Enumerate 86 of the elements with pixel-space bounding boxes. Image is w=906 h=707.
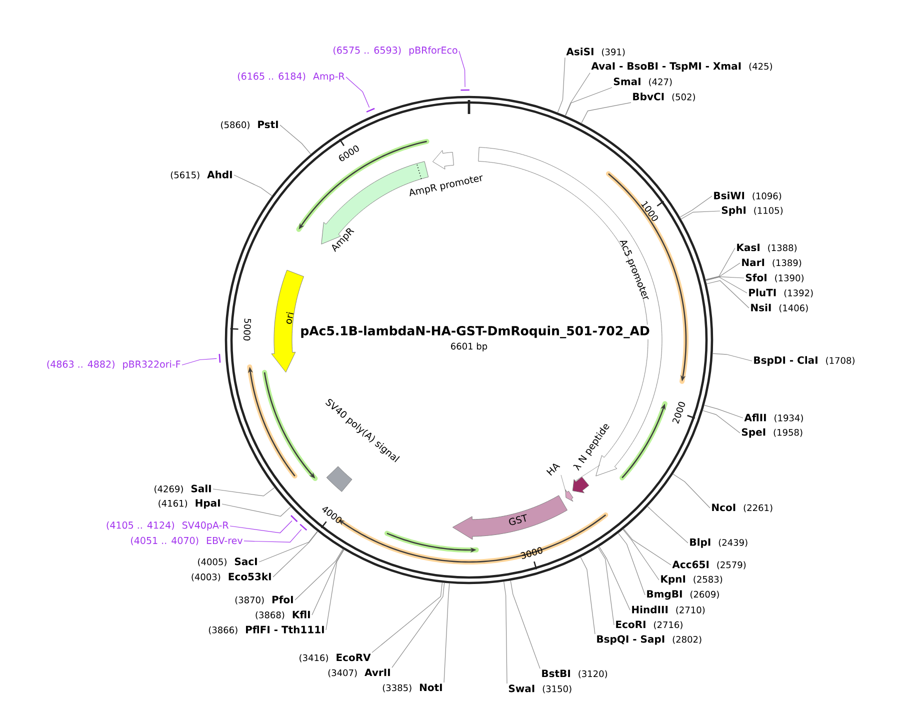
leader-line [622, 529, 660, 580]
enzyme-site-label: BmgBI (2609) [647, 590, 719, 600]
leader-line [326, 549, 344, 630]
leader-line [258, 530, 318, 562]
enzyme-site-label: AsiSI (391) [566, 48, 625, 56]
primer-label: (4051 .. 4070) EBV-rev [131, 536, 243, 546]
enzyme-site-label: (3407) AvrII [328, 668, 390, 678]
leader-line [672, 474, 710, 508]
leader-line [581, 102, 632, 124]
feature-arc: GST [452, 495, 568, 540]
enzyme-site-label: (4003) Eco53kI [192, 572, 271, 582]
enzyme-site-label: PluTI (1392) [749, 288, 813, 298]
leader-line [618, 532, 646, 596]
enzyme-site-label: NcoI (2261) [712, 504, 772, 512]
enzyme-site-label: HindIII (2710) [632, 606, 705, 614]
enzyme-site-label: NarI (1389) [742, 258, 802, 268]
enzyme-site-label: (3866) PflFI - Tth111I [208, 626, 324, 634]
leader-line [704, 404, 744, 418]
leader-line [182, 358, 217, 366]
enzyme-site-label: BsiWI (1096) [714, 192, 782, 200]
enzyme-site-label: EcoRI (2716) [616, 620, 682, 630]
enzyme-site-label: SwaI (3150) [508, 684, 572, 694]
enzyme-site-label: (3868) KflI [256, 610, 310, 620]
leader-line [510, 580, 540, 669]
enzyme-site-label: (4005) SacI [198, 558, 257, 566]
leader-line [280, 124, 312, 154]
primer-label: (4863 .. 4882) pBR322ori-F [47, 360, 180, 370]
enzyme-site-label: BspQI - SapI (2802) [597, 635, 702, 645]
leader-line [230, 520, 292, 534]
plasmid-name: pAc5.1B-lambdaN-HA-GST-DmRoquin_501-702_AD [299, 324, 651, 340]
enzyme-site-label: (4269) SalI [154, 484, 211, 494]
enzyme-site-label: AflII (1934) [744, 414, 803, 422]
leader-line [222, 504, 292, 517]
leader-line [312, 549, 344, 616]
primer-label: (4105 .. 4124) SV40pA-R [106, 521, 229, 531]
leader-line [580, 556, 596, 634]
enzyme-site-label: Acc65I (2579) [672, 560, 746, 570]
enzyme-site-label: (3416) EcoRV [300, 654, 371, 662]
leader-line [444, 582, 450, 683]
leader-line [680, 210, 720, 220]
enzyme-site-label: BlpI (2439) [690, 538, 748, 548]
enzyme-site-label: SmaI (427) [614, 78, 672, 86]
enzyme-site-label: KpnI (2583) [661, 575, 722, 585]
leader-line [705, 276, 748, 294]
tick-label: 2000 [672, 402, 685, 424]
enzyme-site-label: NsiI (1406) [751, 304, 808, 312]
enzyme-site-label: SfoI (1390) [746, 274, 804, 282]
enzyme-site-label: (4161) HpaI [158, 499, 220, 509]
enzyme-site-label: (3870) PfoI [235, 596, 293, 604]
leader-line [392, 582, 445, 668]
enzyme-site-label: AvaI - BsoBI - TspMI - XmaI (425) [591, 62, 772, 72]
tick-label: 5000 [243, 318, 252, 340]
leader-line [702, 410, 740, 434]
leader-line [346, 76, 370, 108]
enzyme-site-label: (5860) PstI [221, 120, 278, 130]
enzyme-site-label: BbvCI (502) [633, 92, 695, 102]
leader-line [565, 87, 612, 116]
enzyme-site-label: KasI (1388) [737, 244, 797, 252]
node-label: HA [546, 464, 560, 476]
leader-line [272, 531, 318, 578]
leader-line [680, 196, 712, 218]
enzyme-site-label: BstBI (3120) [542, 670, 608, 678]
leader-line [705, 276, 744, 280]
leader-line [623, 528, 672, 566]
leader-line [234, 174, 272, 196]
leader-line [372, 582, 443, 653]
leader-line [294, 548, 344, 600]
enzyme-site-label: SphI (1105) [722, 206, 783, 216]
enzyme-site-label: (3385) NotI [382, 684, 442, 692]
enzyme-site-label: SpeI (1958) [742, 428, 802, 438]
enzyme-site-label: (5615) AhdI [170, 170, 232, 180]
leader-line [706, 280, 750, 308]
leader-line [712, 353, 752, 362]
leader-line [705, 248, 736, 280]
leader-line [564, 72, 590, 116]
leader-line [504, 581, 508, 684]
leader-line [647, 506, 688, 544]
enzyme-site-label: BspDI - ClaI (1708) [754, 356, 854, 366]
leader-line [212, 487, 275, 496]
leader-line [598, 546, 614, 626]
leader-line [557, 57, 566, 113]
primer-label: (6575 .. 6593) pBRforEco [334, 46, 458, 56]
leader-line [244, 529, 302, 543]
leader-line [458, 50, 466, 88]
leader-line [598, 546, 630, 610]
primer-label: (6165 .. 6184) Amp-R [238, 72, 345, 82]
